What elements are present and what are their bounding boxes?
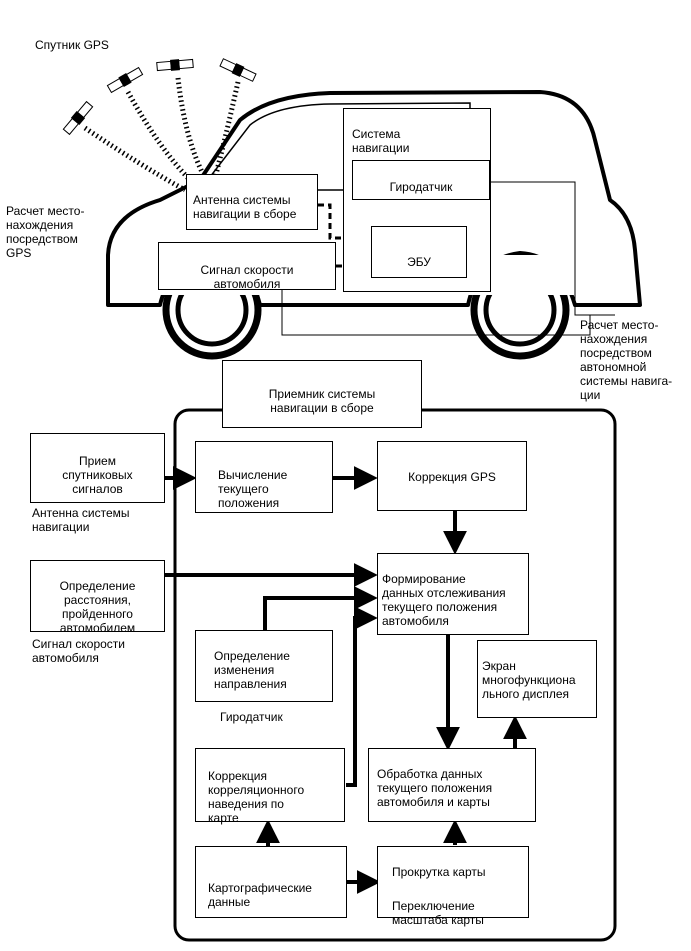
front-wheel bbox=[460, 255, 584, 360]
receiver-title: Приемник системы навигации в сборе bbox=[268, 387, 376, 415]
distance-determination-label: Определение расстояния, пройденного авто… bbox=[59, 579, 136, 635]
gps-satellites bbox=[62, 58, 257, 136]
position-calculation-label: Вычисление текущего положения bbox=[218, 468, 288, 510]
data-processing-box: Обработка данных текущего положения авто… bbox=[368, 748, 536, 822]
display-screen-box: Экран многофункциона льного дисплея bbox=[477, 640, 597, 718]
gps-correction-box: Коррекция GPS bbox=[377, 441, 527, 511]
gyro-sensor-box: Гиродатчик bbox=[352, 160, 490, 200]
ecu-box: ЭБУ bbox=[371, 226, 467, 278]
map-scroll-zoom-box: Прокрутка карты Переключение масштаба ка… bbox=[377, 846, 529, 927]
distance-determination-box: Определение расстояния, пройденного авто… bbox=[30, 560, 165, 635]
direction-change-label: Определение изменения направления bbox=[214, 649, 290, 691]
gps-position-calc-label: Расчет место- нахождения посредством GPS bbox=[6, 204, 85, 260]
direction-change-box: Определение изменения направления bbox=[195, 630, 333, 702]
speed-signal-caption: Сигнал скорости автомобиля bbox=[32, 637, 125, 665]
map-scroll-label: Прокрутка карты bbox=[392, 865, 486, 879]
map-zoom-label: Переключение масштаба карты bbox=[392, 899, 484, 927]
autonomous-position-calc-label: Расчет место- нахождения посредством авт… bbox=[580, 318, 673, 402]
antenna-caption: Антенна системы навигации bbox=[32, 506, 130, 534]
satellite-reception-label: Прием спутниковых сигналов bbox=[62, 454, 133, 496]
display-screen-label: Экран многофункциона льного дисплея bbox=[482, 659, 576, 701]
navigation-system-label: Система навигации bbox=[352, 127, 410, 155]
gyro-sensor-label: Гиродатчик bbox=[389, 180, 453, 194]
antenna-assembly-label: Антенна системы навигации в сборе bbox=[193, 193, 297, 221]
top-connector-lines bbox=[281, 181, 615, 336]
map-matching-label: Коррекция корреляционного наведения по к… bbox=[208, 769, 305, 825]
flow-arrows bbox=[165, 466, 527, 894]
receiver-title-box: Приемник системы навигации в сборе bbox=[222, 360, 422, 428]
map-data-label: Картографические данные bbox=[208, 881, 312, 909]
map-data-box: Картографические данные bbox=[195, 846, 347, 918]
map-matching-box: Коррекция корреляционного наведения по к… bbox=[195, 748, 345, 825]
gyro-caption: Гиродатчик bbox=[220, 710, 283, 724]
gps-satellite-label: Спутник GPS bbox=[35, 38, 109, 52]
tracking-data-box: Формирование данных отслеживания текущег… bbox=[377, 553, 529, 635]
gps-correction-label: Коррекция GPS bbox=[408, 470, 496, 484]
position-calculation-box: Вычисление текущего положения bbox=[195, 441, 333, 513]
satellite-reception-box: Прием спутниковых сигналов bbox=[30, 433, 165, 503]
car-window bbox=[198, 102, 471, 191]
antenna-assembly-box: Антенна системы навигации в сборе bbox=[186, 174, 318, 230]
vehicle-speed-signal-label: Сигнал скорости автомобиля bbox=[200, 263, 294, 291]
tracking-data-label: Формирование данных отслеживания текущег… bbox=[382, 572, 506, 628]
data-processing-label: Обработка данных текущего положения авто… bbox=[377, 767, 493, 809]
vehicle-speed-signal-box: Сигнал скорости автомобиля bbox=[158, 242, 336, 291]
satellite-signal-beams bbox=[83, 77, 241, 193]
ecu-label: ЭБУ bbox=[407, 255, 431, 269]
